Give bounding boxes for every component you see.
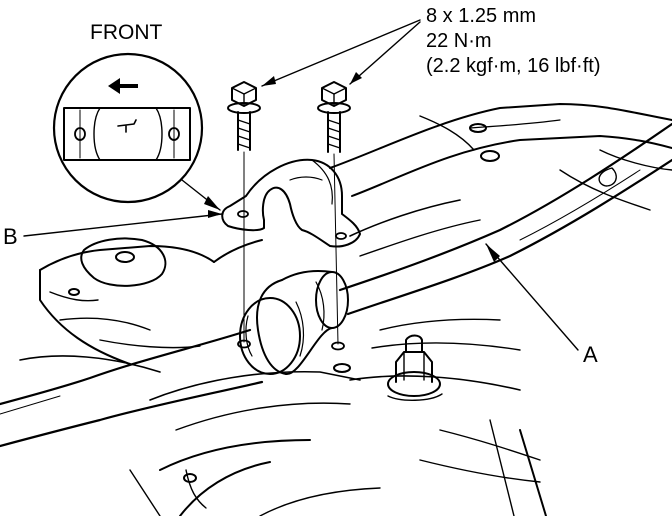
- subframe: [19, 103, 672, 516]
- torque-nm-text: 22 N·m: [426, 30, 492, 52]
- front-label: FRONT: [90, 21, 163, 44]
- flange-bolt-right: [317, 81, 351, 153]
- arrow-left-icon: [108, 78, 138, 94]
- leader-arrowheads: [204, 72, 500, 262]
- alignment-mark-icon: [117, 119, 137, 133]
- callout-b-label: B: [3, 224, 18, 249]
- detail-view: [52, 52, 204, 204]
- torque-alt-text: (2.2 kgf·m, 16 lbf·ft): [426, 55, 601, 77]
- stabilizer-bar: [0, 122, 672, 448]
- bolt-size-text: 8 x 1.25 mm: [426, 5, 537, 27]
- bolt-alignment-lines: [243, 151, 339, 345]
- flange-bolt-left: [227, 81, 261, 151]
- callout-a-label: A: [583, 342, 598, 367]
- leader-lines: [23, 19, 579, 351]
- stabilizer-bushing: [239, 270, 349, 375]
- stud-nut: [387, 334, 443, 401]
